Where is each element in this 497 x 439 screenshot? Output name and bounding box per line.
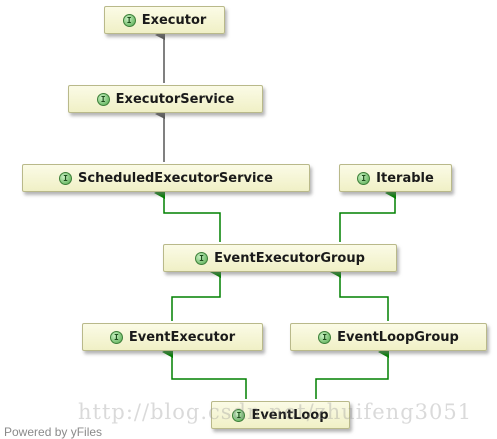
- node-event-executor-label: EventExecutor: [128, 329, 236, 345]
- interface-badge-icon: I: [122, 13, 136, 27]
- interface-badge-icon: I: [195, 251, 209, 265]
- node-event-executor-group-label: EventExecutorGroup: [214, 250, 365, 266]
- node-iterable[interactable]: I Iterable: [339, 164, 452, 192]
- edge-eeg-iterable: [339, 187, 396, 242]
- watermark-text: http://blog.csdn.net/zhuifeng3051: [78, 400, 473, 424]
- node-scheduled-executor-service[interactable]: I ScheduledExecutorService: [22, 164, 310, 192]
- edge-elg-eeg: [330, 266, 389, 321]
- interface-badge-icon: I: [357, 171, 371, 185]
- node-executor-label: Executor: [141, 12, 207, 28]
- node-iterable-label: Iterable: [376, 170, 434, 186]
- node-event-executor-group[interactable]: I EventExecutorGroup: [163, 244, 397, 272]
- interface-badge-icon: I: [59, 171, 73, 185]
- node-executor-service[interactable]: I ExecutorService: [68, 85, 263, 113]
- node-executor[interactable]: I Executor: [104, 6, 225, 34]
- node-event-loop[interactable]: I EventLoop: [211, 401, 350, 429]
- node-event-loop-group[interactable]: I EventLoopGroup: [290, 323, 487, 351]
- node-scheduled-executor-service-label: ScheduledExecutorService: [78, 170, 273, 186]
- interface-badge-icon: I: [232, 408, 246, 422]
- interface-badge-icon: I: [318, 330, 332, 344]
- footer-credit: Powered by yFiles: [4, 425, 103, 439]
- edge-el-ee: [162, 346, 247, 399]
- edge-eeg-scheduled: [154, 187, 221, 242]
- node-event-loop-group-label: EventLoopGroup: [337, 329, 459, 345]
- interface-badge-icon: I: [96, 92, 110, 106]
- node-event-executor[interactable]: I EventExecutor: [82, 323, 263, 351]
- edge-el-elg: [315, 346, 389, 399]
- node-event-loop-label: EventLoop: [251, 407, 329, 423]
- interface-badge-icon: I: [109, 330, 123, 344]
- node-executor-service-label: ExecutorService: [115, 91, 235, 107]
- edge-ee-eeg: [171, 266, 221, 321]
